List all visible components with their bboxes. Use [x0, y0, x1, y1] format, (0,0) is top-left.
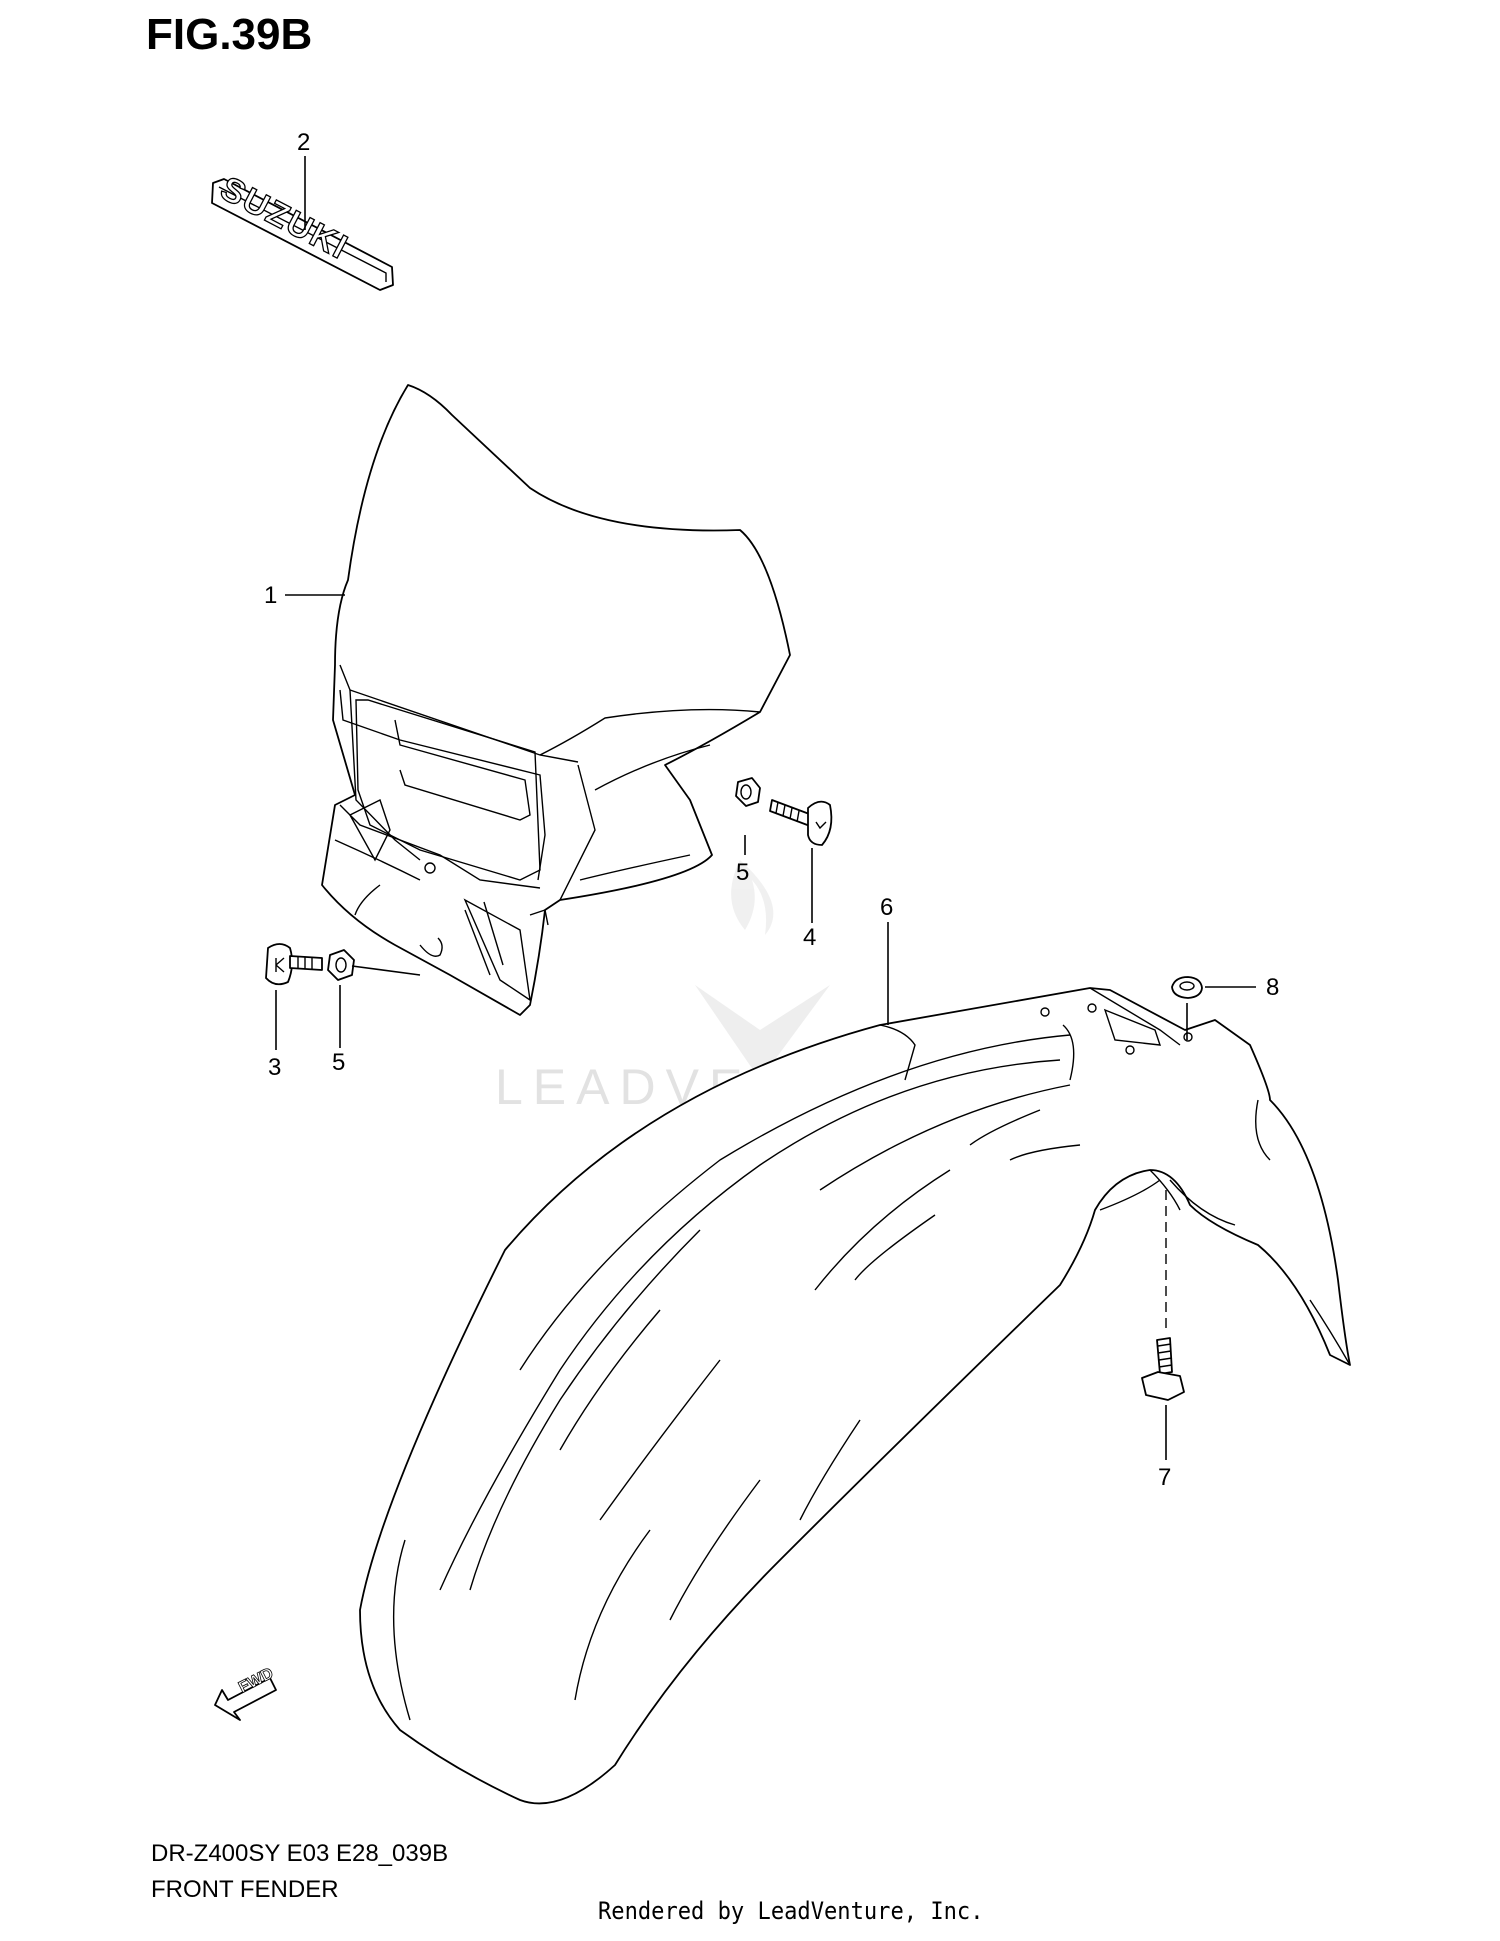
model-code: DR-Z400SY E03 E28_039B — [151, 1840, 449, 1867]
callout-5-right: 5 — [736, 859, 749, 886]
fwd-arrow: FWD — [214, 1664, 277, 1721]
bolt-left[interactable] — [265, 943, 323, 986]
callout-7: 7 — [1158, 1464, 1171, 1491]
callout-6: 6 — [880, 894, 893, 921]
callout-5-left: 5 — [332, 1049, 345, 1076]
figure-title: FIG.39B — [146, 10, 313, 59]
callout-8: 8 — [1266, 974, 1279, 1001]
render-credit: Rendered by LeadVenture, Inc. — [598, 1897, 984, 1925]
cushion-right[interactable] — [735, 777, 761, 807]
watermark-logo — [695, 860, 830, 1080]
cushion-left[interactable] — [327, 949, 355, 981]
bolt-right[interactable] — [769, 799, 833, 846]
headlight-cover[interactable] — [321, 384, 791, 1016]
callout-4: 4 — [803, 924, 816, 951]
leader-lines — [275, 156, 1256, 1460]
front-fender[interactable] — [359, 987, 1351, 1805]
fender-washer[interactable] — [1171, 976, 1203, 999]
callout-2: 2 — [297, 129, 310, 156]
callout-1: 1 — [264, 582, 277, 609]
callout-3: 3 — [268, 1054, 281, 1081]
section-name: FRONT FENDER — [151, 1876, 339, 1903]
emblem[interactable]: SUZUKI — [211, 169, 394, 291]
callout-labels: 2 1 5 4 6 8 3 5 7 — [264, 129, 1279, 1491]
emblem-text: SUZUKI — [214, 169, 354, 267]
fender-bolt[interactable] — [1141, 1337, 1185, 1401]
